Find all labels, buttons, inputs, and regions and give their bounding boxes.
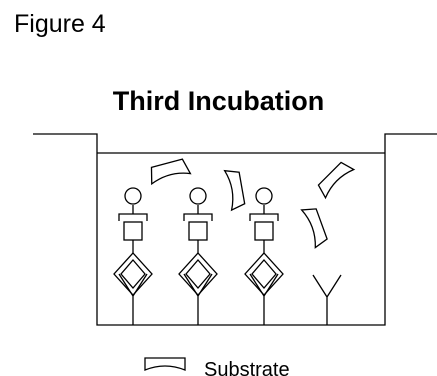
square-binder [188, 221, 208, 241]
substrate-icon [223, 169, 246, 212]
legend-label: Substrate [204, 359, 290, 376]
substrate-icon [317, 161, 356, 200]
diamond-marker-icon [244, 252, 284, 296]
bound-complex-1 [113, 187, 153, 325]
enzyme-circle [124, 187, 142, 205]
unbound-capture-antibody [312, 274, 342, 325]
bracket-arms [118, 205, 148, 221]
figure-label: Figure 4 [14, 10, 106, 38]
substrate-icon [150, 158, 192, 186]
bracket-arms [249, 205, 279, 221]
substrate-icon [300, 208, 328, 249]
diamond-marker-icon [178, 252, 218, 296]
bound-complex-3 [244, 187, 284, 325]
bracket-arms [183, 205, 213, 221]
capture-antibody [249, 273, 279, 325]
substrate-legend-icon [144, 357, 186, 371]
well-outline [33, 133, 437, 326]
bound-complex-2 [178, 187, 218, 325]
diamond-marker-icon [113, 252, 153, 296]
square-binder [123, 221, 143, 241]
legend: Substrate [144, 357, 290, 376]
substrate-molecules [150, 158, 356, 249]
capture-antibody [118, 273, 148, 325]
enzyme-circle [189, 187, 207, 205]
diagram-title: Third Incubation [112, 86, 325, 116]
enzyme-circle [255, 187, 273, 205]
capture-antibody [183, 273, 213, 325]
square-binder [254, 221, 274, 241]
